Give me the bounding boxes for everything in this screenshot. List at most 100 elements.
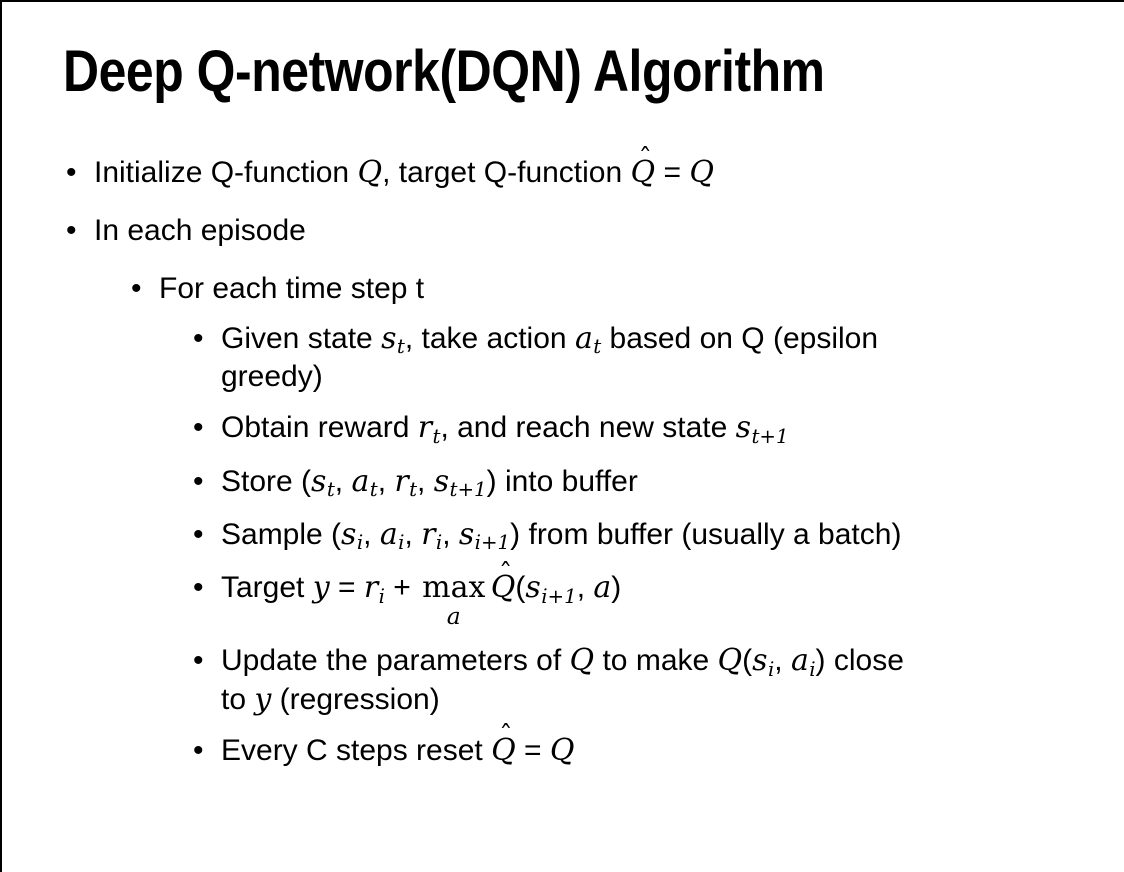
math-subscript-run: at [351, 463, 377, 502]
math-run: Q [569, 643, 595, 679]
bullet-text: Update the parameters of Q to make Q(si,… [221, 643, 904, 717]
bullet-marker: • [193, 644, 204, 678]
math-subscript-run: ri [421, 516, 443, 555]
bullet-text: Sample (si, ai, ri, si+1) from buffer (u… [221, 517, 901, 555]
math-base: s [433, 463, 450, 499]
math-subscript-run: st+1 [433, 463, 487, 502]
math-base: r [421, 516, 436, 552]
math-run: Q [717, 643, 743, 679]
math-subscript-run: si [752, 643, 775, 681]
text-run: Every C steps reset [221, 733, 492, 767]
text-run: ) from buffer (usually a batch) [510, 517, 902, 551]
math-base: r [394, 463, 409, 499]
text-run: In each episode [94, 213, 306, 247]
math-subscript-run: rt [394, 463, 417, 502]
text-run: = [515, 733, 550, 767]
math-subscript: i+1 [541, 584, 577, 608]
math-subscript: i [356, 531, 364, 555]
bullet-item: •Given state st, take action at based on… [0, 321, 1124, 395]
bullet-marker: • [193, 733, 204, 767]
text-run: to make [594, 644, 718, 678]
bullet-marker: • [66, 155, 77, 189]
text-run: Initialize Q-function [94, 155, 358, 189]
math-base: s [525, 570, 541, 606]
text-run: ) close [815, 644, 904, 678]
bullet-item: • Sample (si, ai, ri, si+1) from buffer (… [0, 517, 1124, 555]
math-base: a [379, 516, 398, 552]
text-run: greedy) [221, 360, 323, 394]
math-run: Q [689, 154, 714, 190]
text-run: ( [742, 644, 753, 678]
math-base: s [752, 643, 768, 679]
bullet-marker: • [193, 464, 204, 498]
math-base: s [458, 516, 475, 552]
text-run: , and reach new state [440, 411, 736, 445]
math-subscript: i [378, 584, 385, 608]
math-base: s [341, 516, 357, 552]
bullet-list: • Initialize Q-function Q , target Q-funct… [0, 146, 1124, 769]
hat-accent: ˆ [638, 143, 653, 175]
math-subscript-run: si+1 [458, 516, 510, 555]
math-subscript: t [326, 478, 335, 502]
math-base: r [417, 410, 433, 446]
bullet-marker: • [193, 517, 204, 551]
bullet-item: • Initialize Q-function Q , target Q-funct… [0, 146, 1124, 191]
text-run: , [404, 517, 422, 551]
bullet-text: Store (st, at, rt, st+1) into buffer [221, 464, 638, 502]
text-run: based on Q (epsilon [601, 321, 879, 355]
bullet-text: Given state st, take action at based on … [221, 321, 878, 395]
text-run: , take action [404, 321, 575, 355]
text-run: , [576, 571, 594, 605]
math-subscript-run: ri [364, 570, 385, 608]
bullet-text: For each time step t [159, 271, 424, 307]
text-run: Update the parameters of [221, 644, 570, 678]
math-base: s [735, 410, 752, 446]
math-subscript-run: at [574, 320, 601, 359]
bullet-marker: • [66, 213, 77, 247]
bullet-item: •Store (st, at, rt, st+1) into buffer [0, 464, 1124, 502]
text-run: Target [221, 571, 313, 605]
math-base: Q [490, 570, 516, 606]
math-base: a [351, 463, 370, 499]
math-subscript-run: si [341, 516, 364, 555]
math-subscript: t [432, 424, 441, 448]
bullet-text: Obtain reward rt, and reach new state st… [221, 410, 789, 448]
math-run: Q [549, 732, 575, 768]
bullet-marker: • [193, 411, 204, 445]
math-base: s [311, 463, 327, 499]
math-subscript-run: ai [379, 516, 405, 555]
bullet-marker: • [193, 321, 204, 355]
math-run: y [254, 681, 272, 717]
text-run: ) into buffer [486, 464, 638, 498]
bullet-item: •For each time step t [0, 271, 1124, 307]
math-base: s [381, 320, 397, 356]
math-base: a [574, 320, 593, 356]
slide-title: Deep Q-network(DQN) Algorithm [63, 39, 825, 104]
text-run: , [417, 464, 434, 498]
math-subscript-run: st [381, 320, 405, 359]
text-run: ) [611, 571, 622, 605]
text-run: = [655, 155, 690, 189]
math-base: Q [491, 732, 516, 768]
math-subscript: i [809, 657, 816, 681]
text-run: , [334, 464, 352, 498]
math-run: a [593, 570, 612, 606]
text-run: + [384, 571, 420, 605]
math-subscript: t [396, 335, 405, 359]
math-subscript-run: st [311, 463, 335, 502]
math-subscript: i [767, 657, 775, 681]
math-subscript-run: ai [791, 643, 816, 681]
text-run: , [442, 517, 459, 551]
text-run: Given state [221, 321, 382, 355]
text-run: , target Q-function [382, 155, 631, 189]
math-subscript: i [435, 531, 443, 555]
text-run: = [329, 571, 364, 605]
text-run: Obtain reward [221, 411, 418, 445]
bullet-item: • In each episode [0, 213, 1124, 249]
